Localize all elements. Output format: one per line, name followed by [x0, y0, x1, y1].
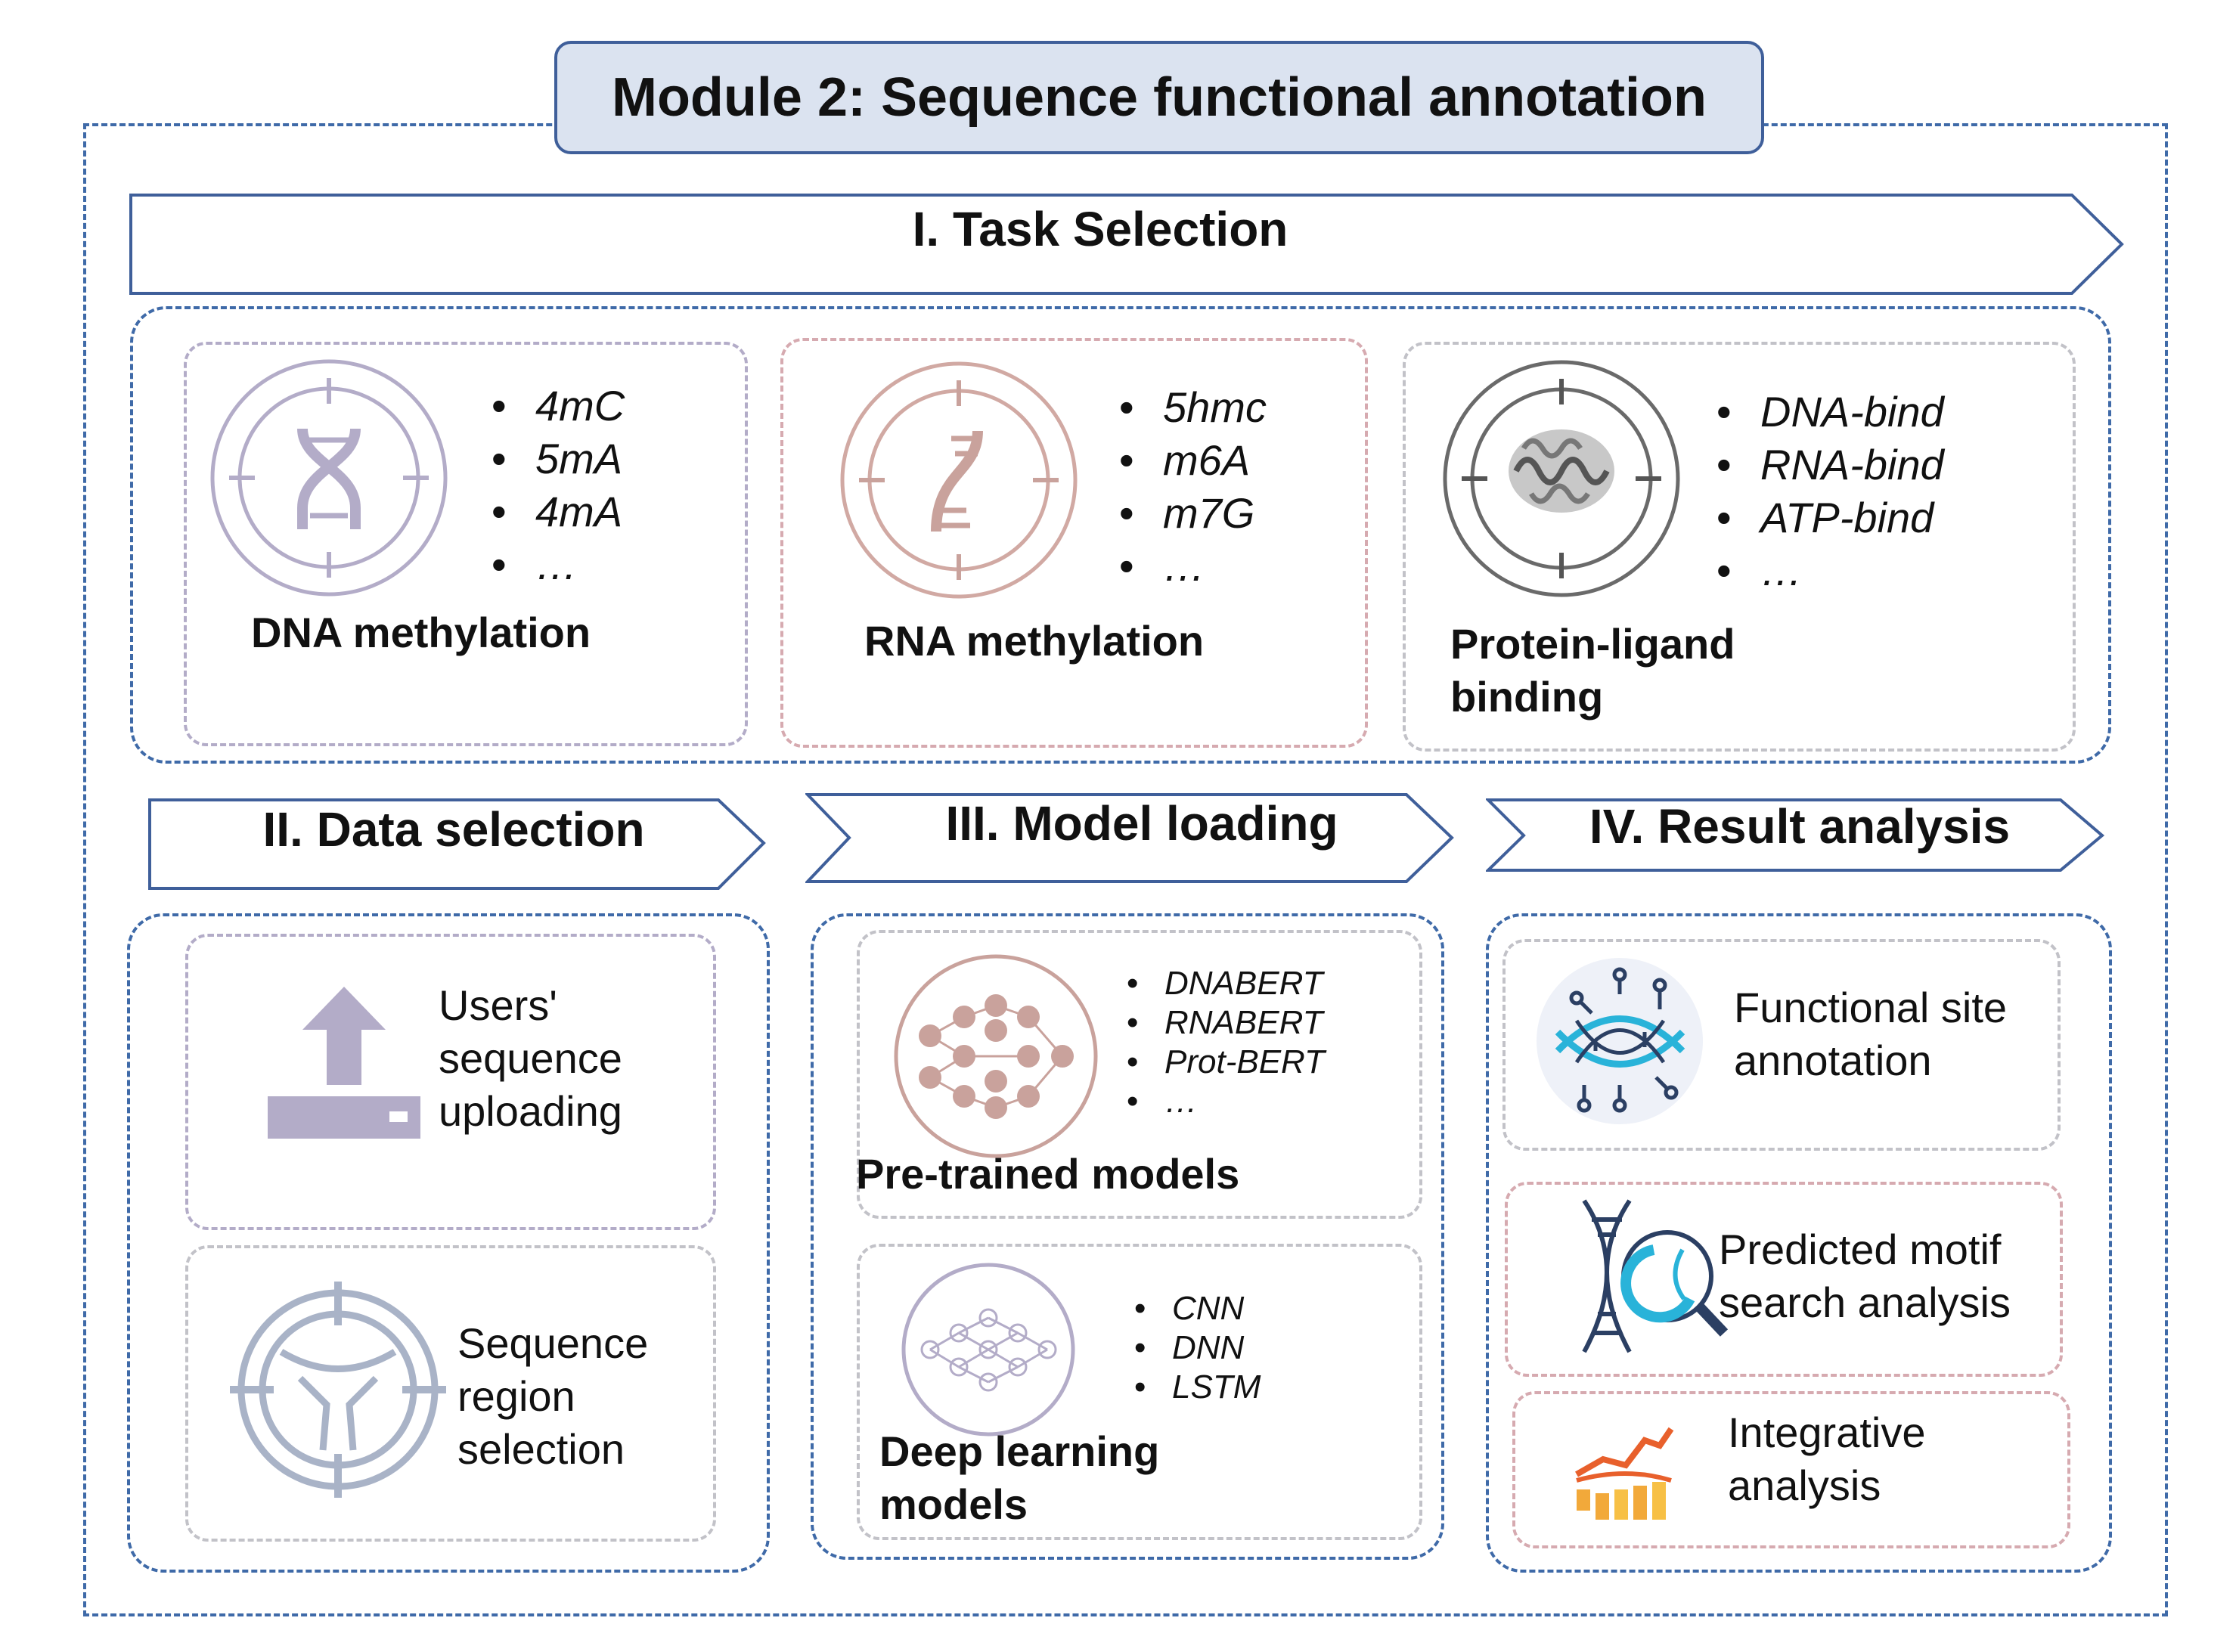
data-selection-title: II. Data selection [262, 802, 645, 857]
rna-methylation-label: RNA methylation [864, 617, 1205, 665]
protein-ligand-label: Protein-ligand binding [1450, 620, 1735, 721]
region-selection-card[interactable] [185, 1245, 716, 1542]
protein-ligand-card[interactable] [1403, 342, 2076, 752]
pretrained-models-card[interactable] [857, 930, 1422, 1219]
list-item: LSTM [1134, 1368, 1261, 1407]
result-analysis-title: IV. Result analysis [1589, 799, 2011, 854]
protein-target-icon [1443, 360, 1680, 597]
result-analysis-arrow [1486, 798, 2105, 872]
task-selection-title: I. Task Selection [912, 202, 1289, 256]
module-title: Module 2: Sequence functional annotation [554, 41, 1764, 154]
functional-site-label: Functional site annotation [1734, 984, 2008, 1084]
result-analysis-panel [1486, 913, 2112, 1573]
integrative-chart-icon [1575, 1427, 1674, 1520]
pretrained-models-list: DNABERT RNABERT Prot-BERT … [1127, 964, 1325, 1121]
list-item: Prot-BERT [1127, 1043, 1325, 1082]
list-item: m7G [1119, 487, 1267, 540]
list-item: DNN [1134, 1328, 1261, 1368]
sequence-upload-label: Users' sequence uploading [439, 981, 622, 1135]
motif-search-card[interactable] [1505, 1182, 2063, 1377]
motif-search-icon [1582, 1199, 1729, 1353]
list-item: … [1127, 1082, 1325, 1121]
list-item: CNN [1134, 1289, 1261, 1328]
region-target-icon [230, 1282, 446, 1498]
list-item: 5mA [492, 432, 625, 485]
task-selection-panel [130, 306, 2111, 764]
model-loading-title: III. Model loading [945, 796, 1338, 851]
dna-methylation-card[interactable] [184, 342, 748, 746]
region-selection-label: Sequence region selection [457, 1319, 649, 1473]
integrative-analysis-card[interactable] [1512, 1391, 2070, 1548]
deep-network-icon [901, 1263, 1075, 1437]
list-item: m6A [1119, 434, 1267, 487]
data-selection-panel [127, 913, 770, 1573]
sequence-upload-card[interactable] [185, 934, 716, 1230]
protein-ligand-list: DNA-bind RNA-bind ATP-bind … [1716, 386, 1944, 597]
list-item: DNABERT [1127, 964, 1325, 1003]
deep-learning-list: CNN DNN LSTM [1134, 1289, 1261, 1407]
model-loading-arrow [805, 793, 1454, 883]
list-item: … [492, 538, 625, 591]
deep-learning-card[interactable] [857, 1244, 1422, 1540]
upload-icon [268, 987, 420, 1139]
deep-learning-label: Deep learning models [879, 1427, 1160, 1528]
data-selection-arrow [148, 798, 766, 890]
list-item: 5hmc [1119, 381, 1267, 434]
dna-methylation-label: DNA methylation [251, 609, 591, 656]
neural-network-icon [894, 954, 1098, 1158]
list-item: … [1119, 540, 1267, 593]
list-item: RNABERT [1127, 1003, 1325, 1043]
integrative-analysis-label: Integrative analysis [1728, 1409, 1926, 1509]
list-item: ATP-bind [1716, 491, 1944, 544]
rna-methylation-card[interactable] [780, 338, 1368, 748]
rna-target-icon [840, 361, 1078, 599]
dna-methylation-list: 4mC 5mA 4mA … [492, 380, 625, 591]
list-item: 4mA [492, 485, 625, 538]
model-loading-panel [811, 913, 1444, 1560]
pretrained-models-label: Pre-trained models [856, 1150, 1240, 1198]
task-selection-arrow [129, 194, 2124, 295]
functional-site-icon [1537, 958, 1703, 1124]
list-item: DNA-bind [1716, 386, 1944, 439]
motif-search-label: Predicted motif search analysis [1719, 1226, 2011, 1326]
functional-site-card[interactable] [1502, 939, 2061, 1151]
list-item: RNA-bind [1716, 439, 1944, 491]
dna-target-icon [210, 359, 448, 597]
list-item: 4mC [492, 380, 625, 432]
list-item: … [1716, 544, 1944, 597]
rna-methylation-list: 5hmc m6A m7G … [1119, 381, 1267, 593]
